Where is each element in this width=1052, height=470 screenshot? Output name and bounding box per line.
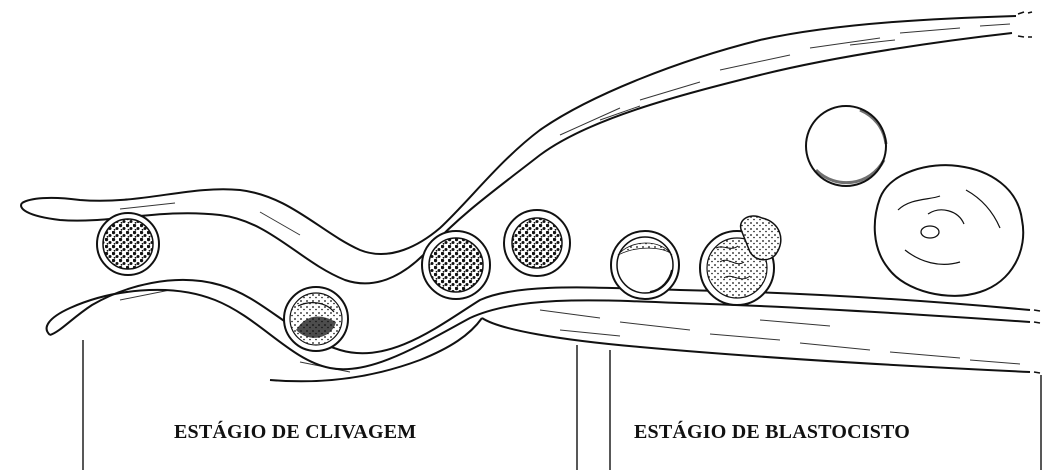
cleavage-embryo-3	[422, 231, 490, 299]
cleavage-embryo-2	[284, 287, 348, 351]
expanded-blastocyst	[875, 165, 1023, 296]
cleavage-embryo-1	[97, 213, 159, 275]
cleavage-embryo-4	[504, 210, 570, 276]
zona-pellucida-shed	[806, 106, 886, 186]
upper-wall-frayed-end	[1018, 12, 1032, 37]
lower-wall-frayed-end	[1034, 310, 1040, 373]
cleavage-stage-label: ESTÁGIO DE CLIVAGEM	[174, 421, 416, 444]
early-blastocyst	[611, 231, 679, 299]
lower-oviduct-wall	[47, 280, 1030, 381]
blastocyst-stage-label: ESTÁGIO DE BLASTOCISTO	[634, 421, 910, 444]
stage-dividers	[83, 340, 1041, 470]
